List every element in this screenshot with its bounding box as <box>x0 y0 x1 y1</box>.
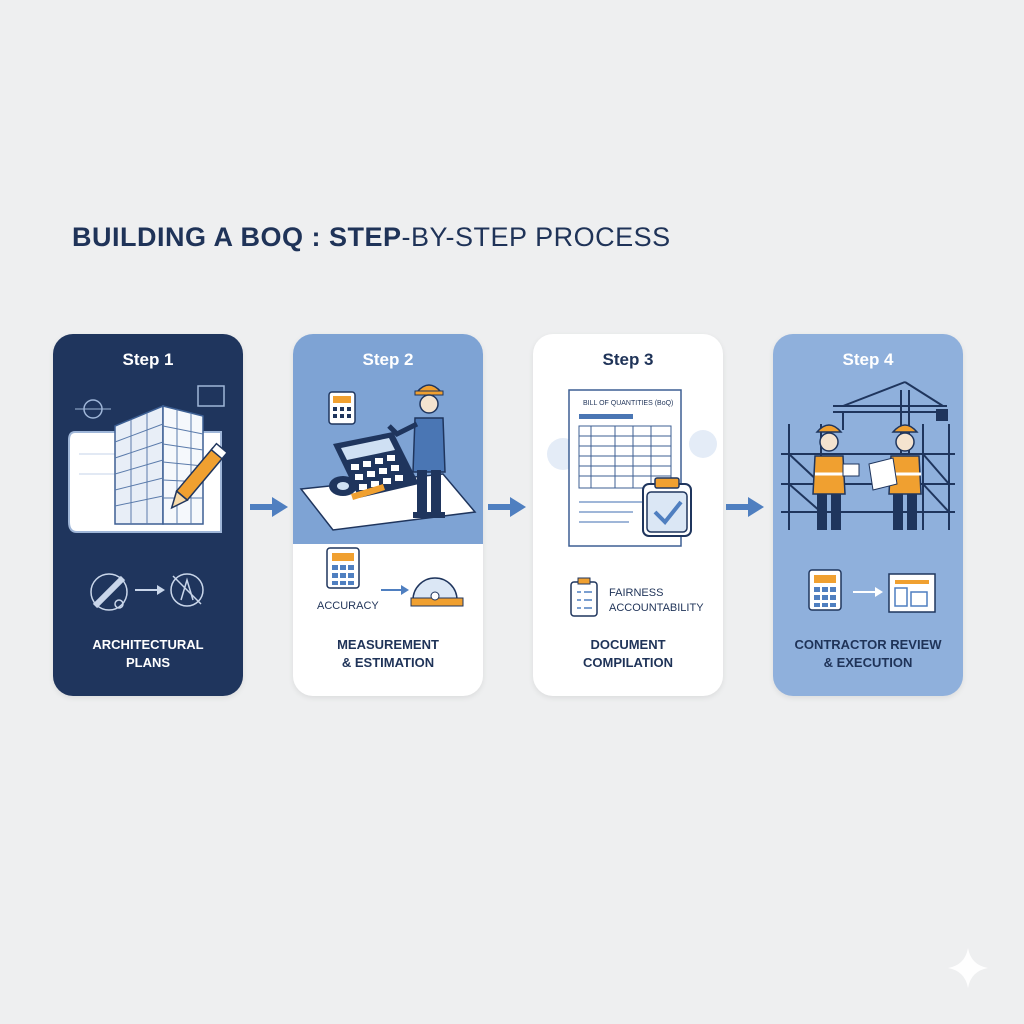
scaffold-icon <box>781 424 955 530</box>
step-4-label: Step 4 <box>842 350 894 369</box>
arrow-icon <box>135 585 165 595</box>
ruler-icon <box>90 573 128 611</box>
calculator-small-icon <box>326 547 360 589</box>
title-light: -BY-STEP PROCESS <box>401 222 671 252</box>
step-1-caption: ARCHITECTURAL PLANS <box>92 637 204 670</box>
crane-icon <box>833 381 948 454</box>
arrow-icon <box>853 587 883 597</box>
step-1-label: Step 1 <box>122 350 174 369</box>
step-4-card: Step 4 <box>773 334 963 696</box>
pencil-icon <box>170 442 229 510</box>
arrow-3-icon <box>726 497 764 517</box>
worker-1-icon <box>812 424 860 530</box>
step-3-sub-label-2: ACCOUNTABILITY <box>609 602 704 614</box>
clipboard-check-icon <box>642 477 692 537</box>
engineer-icon <box>387 384 446 518</box>
sparkle-icon <box>948 948 988 988</box>
step-2-sub-label: ACCURACY <box>317 600 379 612</box>
calculator-icon <box>328 391 356 425</box>
title-bold: BUILDING A BOQ : STEP <box>72 222 402 252</box>
building-blueprint-icon <box>68 385 225 533</box>
plans-icon <box>888 573 936 613</box>
page-title: BUILDING A BOQ : STEP-BY-STEP PROCESS <box>72 222 671 253</box>
step-3-label: Step 3 <box>602 350 654 369</box>
step-3-card: Step 3 <box>533 334 723 696</box>
arrow-1-icon <box>250 497 288 517</box>
compass-icon <box>170 573 204 607</box>
step-3-sub-label-1: FAIRNESS <box>609 587 664 599</box>
arrow-2-icon <box>488 497 526 517</box>
step-2-card: Step 2 <box>293 334 483 696</box>
step-2-label: Step 2 <box>362 350 414 369</box>
boq-document-title: BILL OF QUANTITIES (BoQ) <box>583 400 674 407</box>
step-4-caption: CONTRACTOR REVIEW & EXECUTION <box>794 637 942 670</box>
arrow-icon <box>381 585 409 595</box>
protractor-icon <box>410 577 464 607</box>
calculator-icon <box>808 569 842 611</box>
worker-2-icon <box>868 424 922 530</box>
step-1-card: Step 1 <box>53 334 243 696</box>
step-2-caption: MEASUREMENT & ESTIMATION <box>337 637 439 670</box>
step-3-caption: DOCUMENT COMPILATION <box>582 637 674 670</box>
checklist-icon <box>570 577 598 617</box>
tape-measure-icon <box>329 476 385 500</box>
